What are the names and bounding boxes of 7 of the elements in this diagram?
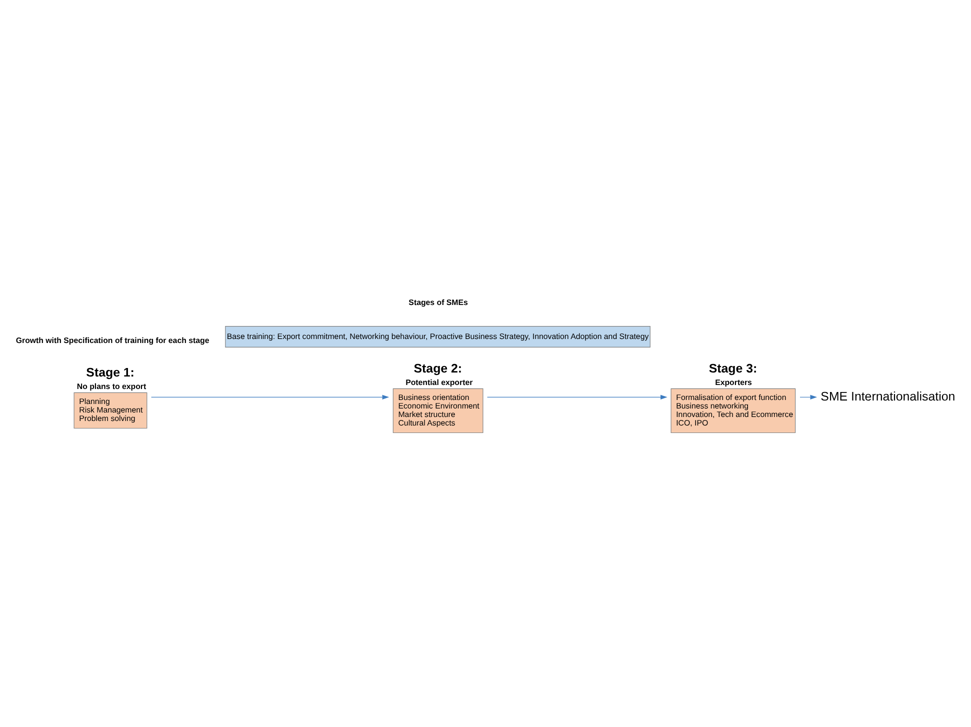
node-text: SME Internationalisation: [820, 388, 956, 403]
arrow: [800, 394, 818, 400]
arrow: [151, 394, 390, 400]
arrow: [486, 394, 668, 400]
node-label: Stage 2:: [414, 361, 462, 376]
node-label: Stage 1:: [86, 365, 134, 380]
node-label: Stage 3:: [708, 361, 758, 376]
